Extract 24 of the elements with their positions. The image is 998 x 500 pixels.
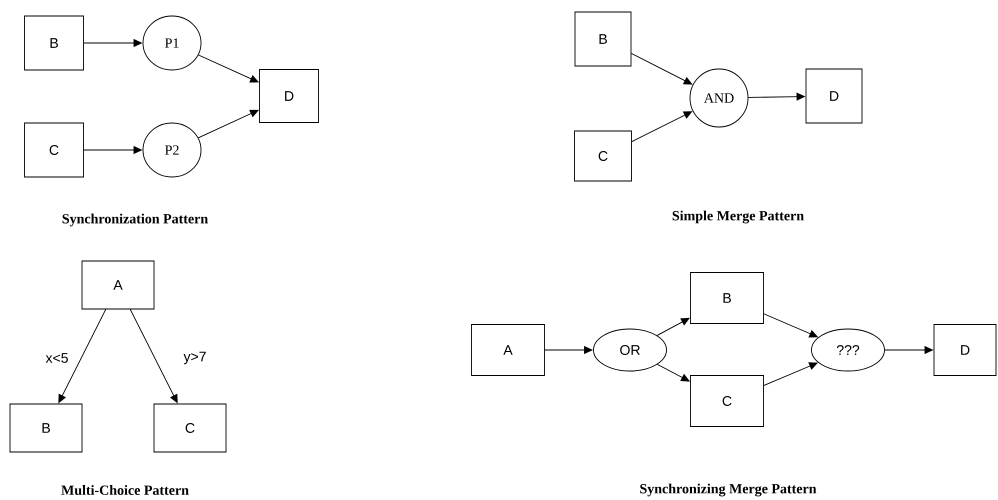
edge-label: y>7 <box>184 352 206 364</box>
pattern-caption: Simple Merge Pattern <box>672 210 804 224</box>
pattern-caption: Synchronizing Merge Pattern <box>640 484 816 496</box>
process-box: B <box>10 404 82 452</box>
process-box: B <box>690 272 764 324</box>
circle-node: P1 <box>142 16 202 70</box>
circle-node: AND <box>690 68 748 128</box>
process-box: C <box>574 130 632 182</box>
ellipse-node: ??? <box>811 328 885 372</box>
circle-node: P2 <box>142 122 202 178</box>
process-box: D <box>259 69 319 123</box>
process-box: A <box>471 324 545 376</box>
process-box: A <box>82 260 154 310</box>
process-box: C <box>24 122 84 178</box>
process-box: D <box>934 324 996 376</box>
process-box: B <box>574 12 632 66</box>
process-box: C <box>154 404 226 452</box>
edge-label: x<5 <box>46 353 68 363</box>
process-box: D <box>806 68 862 124</box>
process-box: C <box>690 375 764 427</box>
process-box: B <box>24 16 84 70</box>
pattern-caption: Multi-Choice Pattern <box>61 485 189 495</box>
pattern-caption: Synchronization Pattern <box>62 214 208 226</box>
ellipse-node: OR <box>593 328 667 372</box>
